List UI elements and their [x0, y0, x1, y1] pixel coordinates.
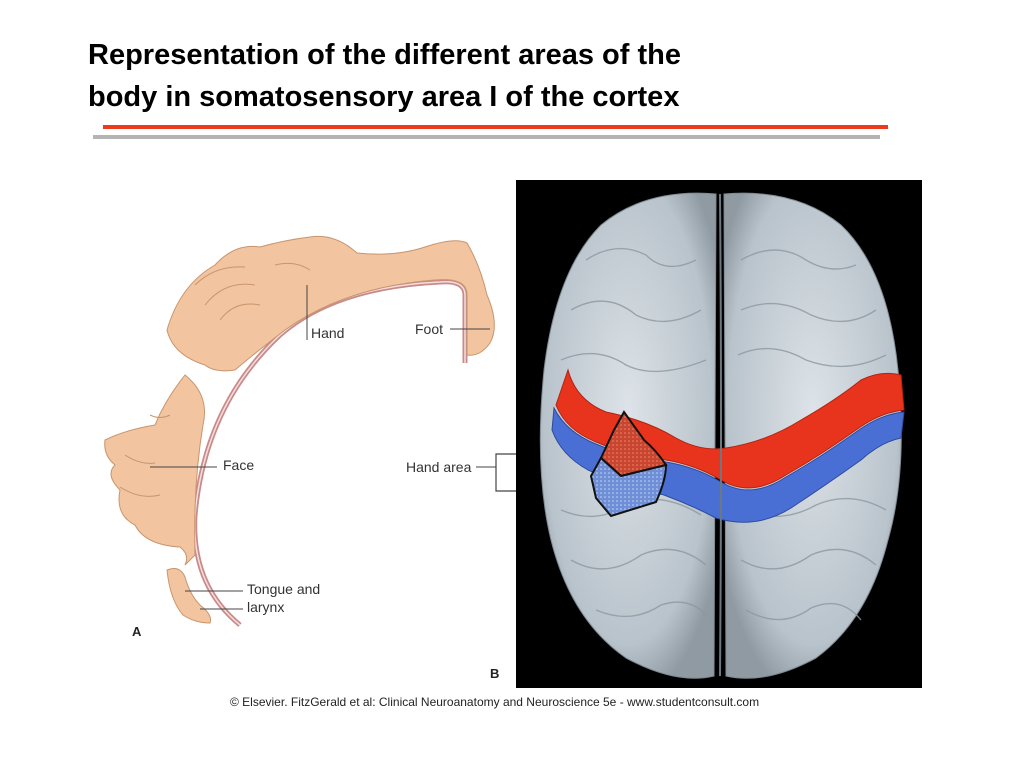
title-line-1: Representation of the different areas of… — [88, 39, 681, 71]
panel-letter-a: A — [132, 624, 142, 639]
title-underline-red — [103, 125, 888, 129]
homunculus-illustration — [104, 235, 495, 627]
title-underline-gray — [93, 135, 880, 139]
slide-title: Representation of the different areas of… — [88, 34, 888, 118]
face-shape — [104, 374, 205, 566]
hand-area-sensory — [589, 456, 668, 518]
label-tongue-line1: Tongue and — [247, 581, 321, 597]
label-face: Face — [223, 457, 255, 473]
label-hand: Hand — [311, 325, 345, 341]
label-hand-area: Hand area — [406, 459, 472, 475]
homunculus-figure: Hand Foot Face Tongue and larynx A — [95, 225, 515, 645]
brain-figure: B — [490, 180, 922, 688]
title-line-2: body in somatosensory area I of the cort… — [88, 81, 680, 113]
hand-shape — [166, 235, 495, 372]
label-tongue-line2: larynx — [247, 599, 285, 615]
tongue-shape — [166, 568, 211, 624]
label-foot: Foot — [415, 321, 444, 337]
copyright-credit: © Elsevier. FitzGerald et al: Clinical N… — [230, 695, 760, 709]
panel-letter-b: B — [490, 666, 500, 681]
brain-illustration — [539, 192, 905, 679]
